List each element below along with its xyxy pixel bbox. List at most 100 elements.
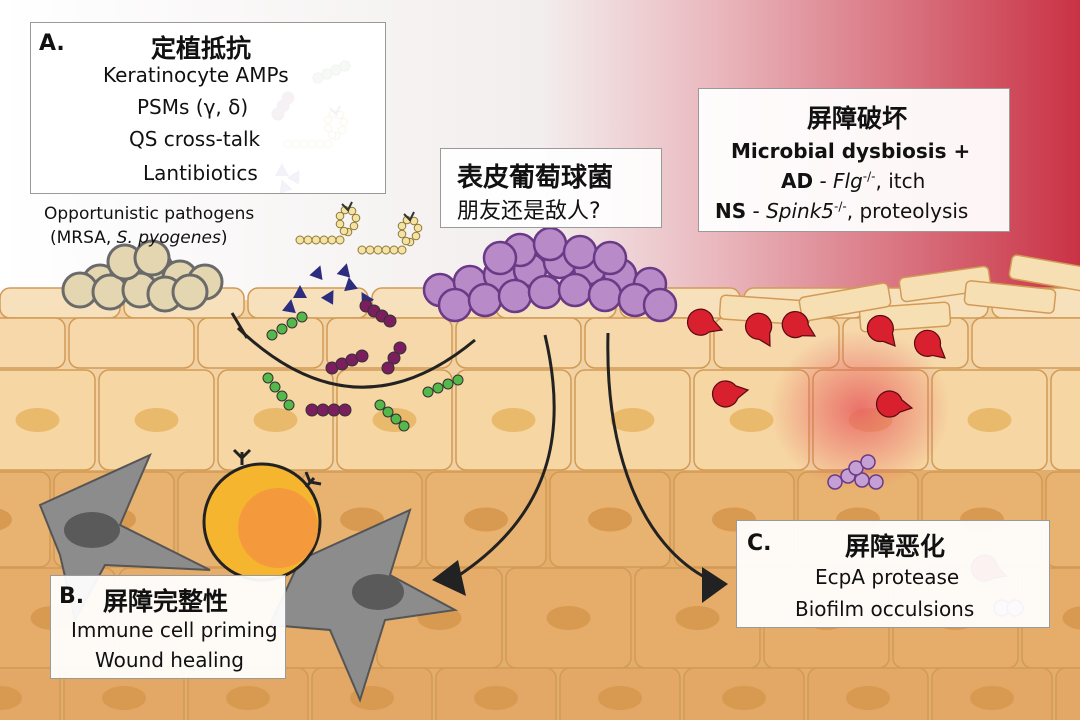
qs-peptide-loop-bead [397,221,407,231]
cell-nucleus [729,408,774,432]
qs-peptide-loop-bead [389,245,399,255]
dendritic-cell-center [268,508,459,703]
detached-corneocytes [718,254,1080,333]
cell-nucleus [846,686,890,710]
lantibiotic-triangle [309,265,323,281]
qs-peptide-loop-bead [349,221,359,231]
biofilm-coccus [827,474,843,490]
panel-b-tag: B. [59,584,85,609]
panel-a-item-amps: Keratinocyte AMPs [103,63,289,87]
cell-nucleus [610,408,655,432]
qs-peptide-loop-bead [373,245,383,255]
s-epidermidis-cluster [422,226,678,323]
qs-peptide-loop-bead [365,245,375,255]
panel-barrier-deterioration: C. 屏障恶化 EcpA protease Biofilm occulsions [736,520,1050,628]
barrier-breach-ad-line: AD - Flg-/-, itch [781,169,926,193]
antimicrobial-molecules [262,201,464,432]
panel-b-title: 屏障完整性 [103,587,229,616]
ecpa-protease [875,390,914,418]
pathogen-label-line2: (MRSA, S. pyogenes) [50,228,228,248]
panel-b-immune-priming: Immune cell priming [71,618,278,642]
inhibition-bar [230,312,249,339]
psm-chain-bead [381,361,395,375]
cell-nucleus [967,408,1012,432]
s-epidermidis-coccus [527,274,563,310]
cell-nucleus [1062,606,1080,630]
psm-chain [381,341,407,375]
qs-peptide-loop-bead [397,229,407,239]
s-epidermidis-coccus [482,240,518,276]
qs-peptide-loop-bead [339,226,349,236]
lantibiotic-triangle [282,299,296,314]
s-epidermidis-coccus [532,226,568,262]
lantibiotic-triangle [344,277,358,292]
ecpa-protease [686,308,724,336]
qs-peptide-loop-bead [411,231,421,241]
amp-chain-bead [266,329,278,341]
center-title: 表皮葡萄球菌 [457,163,614,193]
qs-peptide-loop-bead [397,245,407,255]
amp-chain-bead [269,381,281,393]
keratinocyte-cell [247,287,369,319]
panel-colonization-resistance: A. 定植抵抗 Keratinocyte AMPs PSMs (γ, δ) QS… [30,22,386,194]
inhibition-arc [236,326,476,389]
amp-chain-bead [276,390,288,402]
amp-chain-bead [398,420,410,432]
keratinocyte-cell [0,317,66,369]
ecpa-protease [781,310,817,339]
qs-peptide-loop-bead [335,219,345,229]
inflammation-zone [770,330,950,490]
cell-nucleus [722,686,766,710]
center-title-box: 表皮葡萄球菌 朋友还是敌人? [440,148,662,228]
psm-chain [359,299,397,328]
amp-chain-bead [286,317,298,329]
s-epidermidis-coccus [497,278,533,314]
cell-nucleus [675,606,720,630]
amp-chain-bead [262,372,274,384]
detached-corneocyte [798,282,892,322]
cell-nucleus [464,507,508,532]
ecpa-protease [744,312,773,348]
amp-chain-bead [422,386,434,398]
psm-chain-bead [338,403,352,417]
cell-nucleus [970,686,1014,710]
qs-peptide-loop-bead [295,235,305,245]
qs-peptide-loop-bead [401,236,411,246]
qs-peptide-loop [357,211,423,255]
psm-chain-bead [327,403,341,417]
immune-cell-yellow [202,448,322,582]
barrier-breach-ns-line: NS - Spink5-/-, proteolysis [715,199,969,223]
amp-chain [266,311,308,341]
keratinocyte-cell [1045,471,1080,568]
barrier-breach-title: 屏障破坏 [807,104,908,133]
qs-peptide-loop-tail [341,201,353,212]
amp-chain-bead [283,399,295,411]
ecpa-protease-particles [686,308,946,490]
amp-chain-bead [442,378,454,390]
qs-peptide-loop-bead [351,213,361,223]
psm-chain-bead [305,403,319,417]
panel-a-tag: A. [39,31,65,56]
cell-nucleus [546,606,591,630]
barrier-breach-dysbiosis: Microbial dysbiosis + [731,139,971,163]
cell-nucleus [588,507,632,532]
s-epidermidis-coccus [557,272,593,308]
pathogen-label-line1: Opportunistic pathogens [44,204,255,224]
cell-nucleus [474,686,518,710]
panel-c-tag: C. [747,531,772,556]
cell-nucleus [491,408,536,432]
biofilm-coccus [860,454,876,470]
amp-chain-bead [296,311,308,323]
amp-chain-bead [432,382,444,394]
lantibiotic-triangle [320,289,334,305]
qs-peptide-loop-bead [335,211,345,221]
cell-nucleus [15,408,60,432]
qs-peptide-loop-bead [319,235,329,245]
ecpa-protease [913,329,946,359]
keratinocyte-cell [68,317,195,369]
psm-chain-bead [355,349,369,363]
amp-chain [262,372,295,411]
keratinocyte-cell [1050,369,1080,471]
pathogen-coccus [133,239,171,277]
pathogen-coccus [171,273,209,311]
